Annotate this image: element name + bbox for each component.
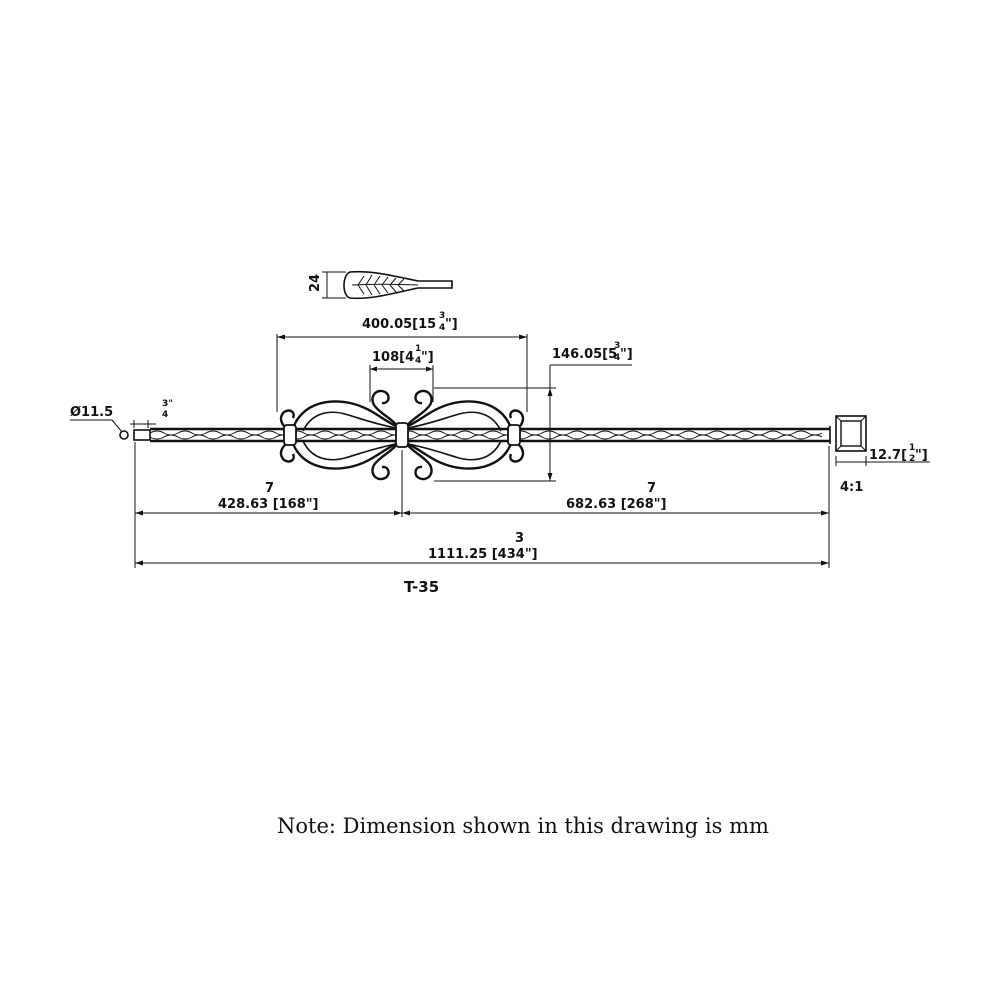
center-width-dimension: 108[4 1 4 "] [369, 344, 434, 402]
center-width-end: "] [421, 350, 434, 365]
dimension-note: Note: Dimension shown in this drawing is… [277, 814, 769, 838]
right-count-label: 7 [647, 481, 656, 496]
left-count-label: 7 [265, 481, 274, 496]
diameter-frac-num: 3" [162, 399, 173, 409]
scroll-height-end: "] [620, 347, 633, 362]
twisted-bar [149, 426, 831, 444]
right-length-label: 682.63 [268"] [566, 497, 666, 512]
part-code-title: T-35 [404, 578, 439, 596]
center-width-frac-num: 1 [415, 344, 421, 354]
scroll-height-label: 146.05[5 [552, 347, 617, 362]
total-length-label: 1111.25 [434"] [428, 547, 538, 562]
total-count-label: 3 [515, 531, 524, 546]
scroll-width-end: "] [445, 317, 458, 332]
scroll-width-frac-num: 3 [439, 311, 445, 321]
diameter-frac-den: 4 [162, 410, 168, 420]
center-width-frac-den: 4 [415, 356, 421, 366]
tube-section: 12.7[ 1 2 "] 4:1 [835, 415, 930, 495]
leaf-width-label: 24 [308, 274, 323, 292]
tube-size-frac-den: 2 [909, 454, 915, 464]
scroll-width-frac-den: 4 [439, 323, 445, 333]
scroll-height-frac-den: 4 [614, 353, 620, 363]
leaf-detail: 24 [308, 270, 453, 300]
scale-label: 4:1 [840, 480, 863, 495]
end-detail: Ø11.5 3" 4 [70, 399, 173, 441]
left-length-label: 428.63 [168"] [218, 497, 318, 512]
tube-size-end: "] [915, 448, 928, 463]
tube-size-label: 12.7[ [869, 448, 907, 463]
scroll-height-dimension: 146.05[5 3 4 "] [434, 341, 633, 482]
scroll-ornament [279, 389, 525, 481]
diameter-label: Ø11.5 [70, 405, 113, 420]
length-dimensions: 7 428.63 [168"] 7 682.63 [268"] 3 1111.2… [134, 442, 830, 568]
center-width-label: 108[4 [372, 350, 414, 365]
scroll-width-dimension: 400.05[15 3 4 "] [276, 311, 528, 412]
scroll-height-frac-num: 3 [614, 341, 620, 351]
scroll-width-label: 400.05[15 [362, 317, 436, 332]
tube-size-frac-num: 1 [909, 443, 915, 453]
